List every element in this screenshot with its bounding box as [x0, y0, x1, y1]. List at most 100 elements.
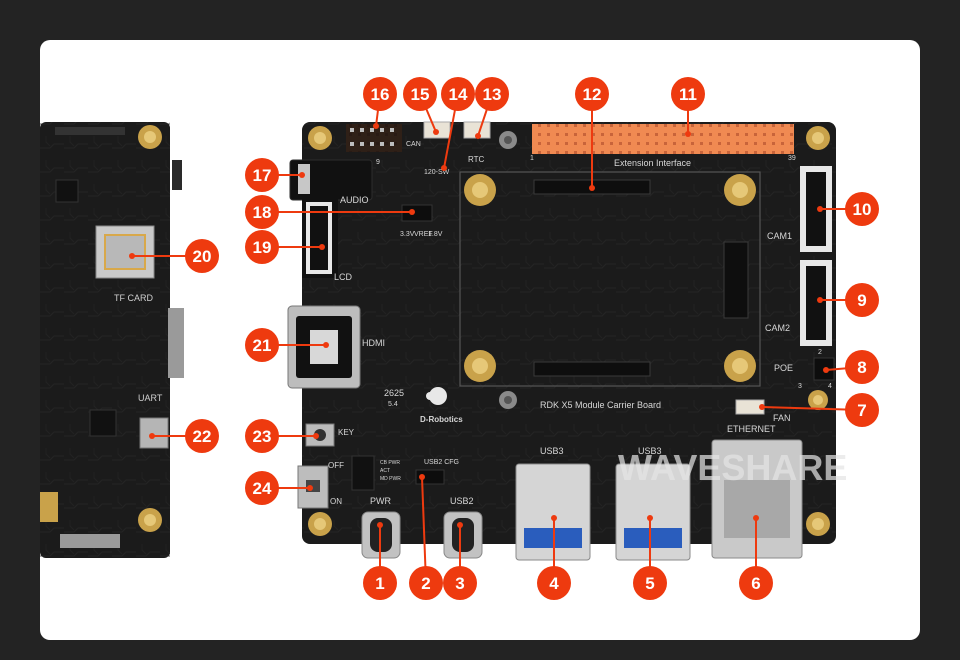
callout-target-dot-17	[299, 172, 305, 178]
callout-badge-12	[575, 77, 609, 111]
callout-target-dot-6	[753, 515, 759, 521]
lcd-label: LCD	[334, 272, 353, 282]
usb3-right-label: USB3	[638, 446, 662, 456]
act-label: ACT	[380, 468, 390, 474]
hdmi-label: HDMI	[362, 338, 385, 348]
callout-badge-14	[441, 77, 475, 111]
callout-number-24: 24	[253, 479, 272, 498]
callout-number-5: 5	[645, 574, 654, 593]
callout-number-20: 20	[193, 247, 212, 266]
md-pwr-label: MD PWR	[380, 476, 401, 482]
waveshare-watermark: WAVESHARE	[618, 447, 847, 488]
extension-interface-label: Extension Interface	[614, 158, 691, 168]
callout-number-1: 1	[375, 574, 384, 593]
callout-number-10: 10	[853, 200, 872, 219]
version-sub-label: 5.4	[388, 401, 398, 408]
callout-badge-6	[739, 566, 773, 600]
brand-label: D-Robotics	[420, 415, 463, 424]
callout-target-dot-19	[319, 244, 325, 250]
callout-target-dot-16	[373, 123, 379, 129]
callout-number-16: 16	[371, 85, 390, 104]
uart-label: UART	[138, 393, 163, 403]
poe-pin-3-label: 3	[798, 383, 802, 390]
callout-number-7: 7	[857, 401, 866, 420]
callout-target-dot-22	[149, 433, 155, 439]
on-label: ON	[330, 497, 342, 506]
callout-number-12: 12	[583, 85, 602, 104]
callout-number-18: 18	[253, 203, 272, 222]
callout-badge-16	[363, 77, 397, 111]
header16-pin-9-label: 9	[376, 159, 380, 166]
callout-number-4: 4	[549, 574, 559, 593]
usb2-cfg-label: USB2 CFG	[424, 459, 459, 466]
tf-card-label: TF CARD	[114, 293, 153, 303]
callout-badge-7	[845, 393, 879, 427]
callout-target-dot-13	[475, 133, 481, 139]
callout-number-15: 15	[411, 85, 430, 104]
cb-pwr-label: CB PWR	[380, 460, 400, 466]
callout-badge-17	[245, 158, 279, 192]
header-pin-1-label: 1	[530, 155, 534, 162]
callout-badge-4	[537, 566, 571, 600]
key-label: KEY	[338, 428, 355, 437]
callout-number-19: 19	[253, 238, 272, 257]
callout-badge-8	[845, 350, 879, 384]
header-pin-39-label: 39	[788, 155, 796, 162]
callout-leader-2	[421, 476, 427, 584]
callout-badge-21	[245, 328, 279, 362]
callout-target-dot-1	[377, 522, 383, 528]
poe-pin-2-label: 2	[818, 349, 822, 356]
callout-number-13: 13	[483, 85, 502, 104]
callout-number-2: 2	[421, 574, 430, 593]
main-board: AUDIO LCD HDMI CAM1 CAM2 POE FAN ETHERNE…	[287, 121, 847, 561]
sw-label: 120-SW	[424, 169, 450, 176]
v18-label: 1.8V	[428, 231, 443, 238]
callout-target-dot-7	[759, 404, 765, 410]
v33-label: 3.3V	[400, 231, 415, 238]
callout-number-9: 9	[857, 291, 866, 310]
callout-number-6: 6	[751, 574, 760, 593]
callout-badge-2	[409, 566, 443, 600]
pwr-label: PWR	[370, 496, 391, 506]
product-photo-card: TF CARD UART	[40, 40, 920, 640]
callout-number-22: 22	[193, 427, 212, 446]
callout-target-dot-8	[823, 367, 829, 373]
callout-number-14: 14	[449, 85, 468, 104]
callout-number-3: 3	[455, 574, 464, 593]
callout-target-dot-2	[419, 474, 425, 480]
audio-label: AUDIO	[340, 195, 369, 205]
ethernet-label: ETHERNET	[727, 424, 776, 434]
callout-number-21: 21	[253, 336, 272, 355]
callout-target-dot-15	[433, 129, 439, 135]
callout-target-dot-20	[129, 253, 135, 259]
callout-target-dot-10	[817, 206, 823, 212]
callout-number-8: 8	[857, 358, 866, 377]
usb2-label: USB2	[450, 496, 474, 506]
callout-badge-5	[633, 566, 667, 600]
callout-target-dot-11	[685, 131, 691, 137]
poe-label: POE	[774, 363, 793, 373]
side-board: TF CARD UART	[40, 122, 184, 558]
carrier-board-label: RDK X5 Module Carrier Board	[540, 400, 661, 410]
cam2-label: CAM2	[765, 323, 790, 333]
callout-badge-20	[185, 239, 219, 273]
callout-badge-3	[443, 566, 477, 600]
off-label: OFF	[328, 461, 344, 470]
callout-target-dot-3	[457, 522, 463, 528]
rtc-label: RTC	[468, 155, 485, 164]
board-illustration: TF CARD UART	[40, 77, 879, 600]
fan-label: FAN	[773, 413, 791, 423]
callout-target-dot-24	[307, 485, 313, 491]
cam1-label: CAM1	[767, 231, 792, 241]
usb3-left-label: USB3	[540, 446, 564, 456]
callout-target-dot-5	[647, 515, 653, 521]
callout-target-dot-4	[551, 515, 557, 521]
callout-badge-15	[403, 77, 437, 111]
poe-pin-4-label: 4	[828, 383, 832, 390]
callout-badge-9	[845, 283, 879, 317]
callout-number-11: 11	[679, 85, 697, 104]
callout-target-dot-21	[323, 342, 329, 348]
can-label: CAN	[406, 141, 421, 148]
callout-badge-22	[185, 419, 219, 453]
